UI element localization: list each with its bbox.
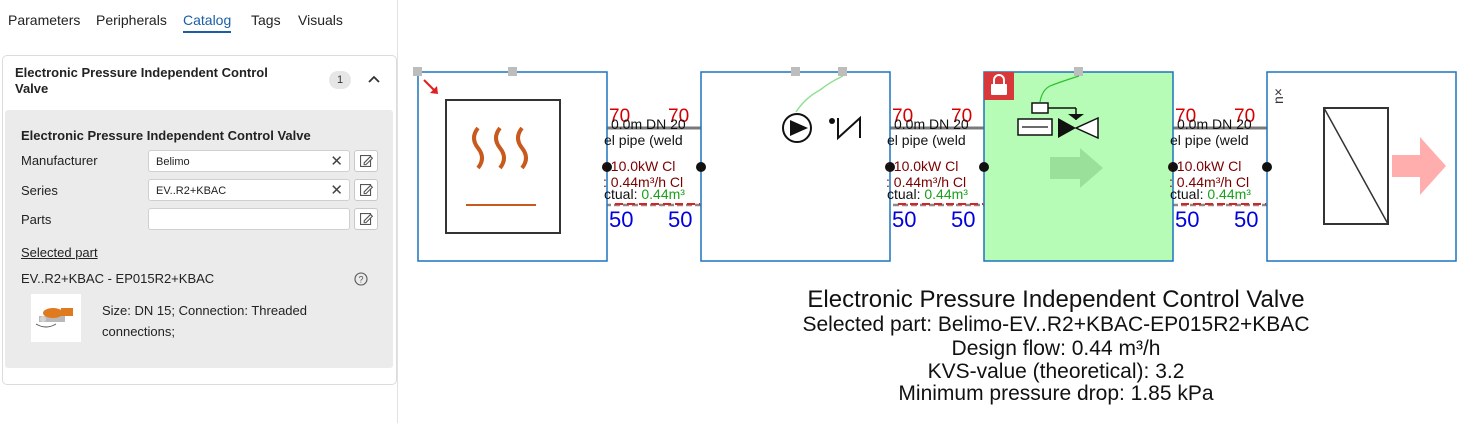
part-description: Size: DN 15; Connection: Threaded connec…: [102, 303, 307, 339]
flow-label: : 0.44m³/h Cl: [603, 174, 683, 190]
pipe-label-segment-1: 70 70 0.0m DN 20 el pipe (weld : 10.0kW …: [603, 106, 692, 232]
parts-field[interactable]: [148, 208, 350, 230]
help-icon[interactable]: ?: [354, 272, 368, 286]
actual-flow-value: 0.44m³: [641, 186, 685, 202]
signal-line: [795, 75, 844, 113]
supply-temp-label: 70: [1234, 106, 1255, 127]
info-min-drop: Minimum pressure drop: 1.85 kPa: [898, 382, 1213, 405]
component-info: Electronic Pressure Independent Control …: [803, 286, 1310, 405]
tab-peripherals[interactable]: Peripherals: [96, 12, 167, 28]
return-temp-label: 50: [951, 207, 975, 232]
series-field[interactable]: EV..R2+KBAC ✕: [148, 179, 350, 201]
info-kvs: KVS-value (theoretical): 3.2: [928, 360, 1185, 383]
resize-handle[interactable]: [791, 67, 800, 76]
svg-text:ctual: 0.44m³: ctual: 0.44m³: [604, 186, 685, 202]
parts-label: Parts: [21, 212, 52, 227]
heater-icon: [445, 99, 561, 234]
tab-tags[interactable]: Tags: [251, 12, 281, 28]
flow-label: : 0.44m³/h Cl: [886, 174, 966, 190]
resize-handle[interactable]: [508, 67, 517, 76]
pipe-length-label: 0.0m DN 20: [1177, 116, 1252, 132]
pipe-label-segment-3: 70 70 0.0m DN 20 el pipe (weld : 10.0kW …: [1169, 106, 1258, 232]
control-valve-icon: [1017, 102, 1099, 140]
info-design-flow: Design flow: 0.44 m³/h: [952, 337, 1161, 360]
tab-catalog[interactable]: Catalog: [183, 12, 232, 33]
return-temp-label: 50: [668, 207, 692, 232]
resize-handle[interactable]: [1074, 67, 1083, 76]
selected-part-link[interactable]: Selected part: [21, 245, 98, 260]
clear-icon[interactable]: ✕: [330, 182, 343, 199]
pump-icon: [782, 113, 812, 143]
info-title: Electronic Pressure Independent Control …: [807, 286, 1304, 313]
return-temp-label: 50: [609, 207, 633, 232]
card-subtitle: Electronic Pressure Independent Control …: [21, 128, 311, 143]
return-temp-label: 50: [892, 207, 916, 232]
connection-points[interactable]: [602, 162, 1272, 172]
power-label: : 10.0kW Cl: [886, 158, 958, 174]
svg-text:?: ?: [358, 275, 363, 285]
tab-visuals[interactable]: Visuals: [298, 12, 343, 28]
actual-flow-value: 0.44m³: [924, 186, 968, 202]
card-body: Electronic Pressure Independent Control …: [5, 110, 393, 368]
chevron-up-icon[interactable]: [365, 71, 383, 89]
power-label: : 10.0kW Cl: [603, 158, 675, 174]
info-selected-part: Selected part: Belimo-EV..R2+KBAC-EP015R…: [803, 313, 1310, 336]
pipe-type-label: el pipe (weld: [1170, 132, 1249, 148]
pipe-type-label: el pipe (weld: [887, 132, 966, 148]
manufacturer-value: Belimo: [156, 156, 190, 168]
actual-flow-value: 0.44m³: [1207, 186, 1251, 202]
pipe-length-label: 0.0m DN 20: [611, 116, 686, 132]
manufacturer-label: Manufacturer: [21, 153, 98, 168]
tab-parameters[interactable]: Parameters: [8, 12, 81, 28]
product-image: [31, 294, 81, 342]
properties-panel: Parameters Peripherals Catalog Tags Visu…: [0, 0, 398, 423]
manufacturer-field[interactable]: Belimo ✕: [148, 150, 350, 172]
tab-bar: Parameters Peripherals Catalog Tags Visu…: [0, 0, 397, 40]
flow-arrow-icon: [1392, 137, 1446, 195]
supply-temp-label: 70: [892, 106, 913, 127]
power-label: : 10.0kW Cl: [1169, 158, 1241, 174]
series-value: EV..R2+KBAC: [156, 185, 227, 197]
diagram-canvas[interactable]: n× 70 70 0.0m DN 20 el pipe (weld : 10.0…: [398, 0, 1484, 423]
flow-arrow-icon: [1050, 148, 1103, 188]
supply-temp-label: 70: [609, 106, 630, 127]
signal-line: [1039, 75, 1080, 103]
check-valve-icon: [829, 115, 861, 141]
supply-temp-label: 70: [951, 106, 972, 127]
clear-icon[interactable]: ✕: [330, 153, 343, 170]
card-title[interactable]: Electronic Pressure Independent Control …: [15, 65, 268, 96]
resize-handle[interactable]: [413, 67, 422, 76]
flow-label: : 0.44m³/h Cl: [1169, 174, 1249, 190]
return-temp-label: 50: [1234, 207, 1258, 232]
supply-temp-label: 70: [1175, 106, 1196, 127]
pipe-type-label: el pipe (weld: [604, 132, 683, 148]
resize-handle[interactable]: [838, 67, 847, 76]
pipe-length-label: 0.0m DN 20: [894, 116, 969, 132]
actual-label: ctual:: [604, 186, 641, 202]
series-label: Series: [21, 183, 58, 198]
edit-icon[interactable]: [354, 208, 378, 230]
part-name: EV..R2+KBAC - EP015R2+KBAC: [21, 271, 215, 286]
pipe-label-segment-2: 70 70 0.0m DN 20 el pipe (weld : 10.0kW …: [886, 106, 975, 232]
svg-text:ctual: 0.44m³: ctual: 0.44m³: [887, 186, 968, 202]
actual-label: ctual:: [887, 186, 924, 202]
supply-temp-label: 70: [668, 106, 689, 127]
edit-icon[interactable]: [354, 179, 378, 201]
lock-icon[interactable]: [984, 72, 1014, 100]
direction-arrow-icon: [423, 79, 438, 94]
pump-block[interactable]: [700, 71, 891, 262]
actual-label: ctual:: [1170, 186, 1207, 202]
count-badge: 1: [329, 71, 351, 89]
multiplier-label: n×: [1270, 88, 1286, 104]
edit-icon[interactable]: [354, 150, 378, 172]
heat-exchanger-icon: [1323, 107, 1389, 225]
svg-text:ctual: 0.44m³: ctual: 0.44m³: [1170, 186, 1251, 202]
catalog-card: Electronic Pressure Independent Control …: [2, 55, 397, 385]
return-temp-label: 50: [1175, 207, 1199, 232]
